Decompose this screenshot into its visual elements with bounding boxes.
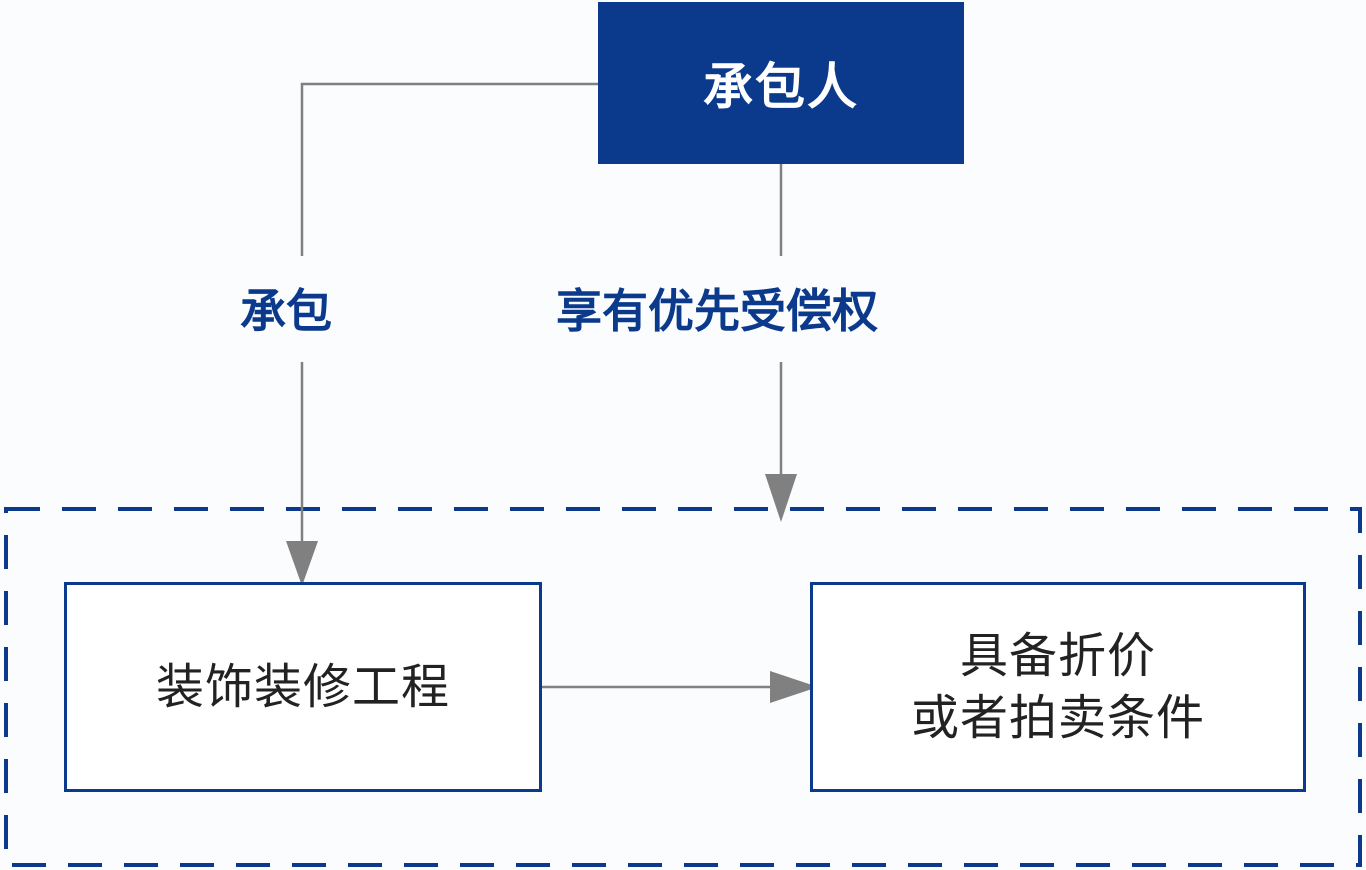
edge-label-contract: 承包	[240, 284, 332, 338]
node-decoration-project-label: 装饰装修工程	[155, 658, 450, 715]
node-auction-condition-line1: 具备折价	[959, 627, 1156, 684]
node-decoration-project: 装饰装修工程	[64, 582, 542, 792]
node-auction-condition-line2: 或者拍卖条件	[910, 690, 1205, 746]
arrowhead-priority	[765, 474, 797, 522]
node-contractor: 承包人	[598, 2, 964, 164]
connector-contract-top	[300, 82, 598, 256]
group-boundary-dashed	[4, 507, 1362, 867]
arrowhead-contract	[286, 541, 318, 586]
arrowhead-project-to-condition	[770, 671, 818, 703]
node-contractor-label: 承包人	[703, 58, 859, 116]
edge-label-priority-right: 享有优先受偿权	[556, 284, 878, 338]
node-auction-condition: 具备折价 或者拍卖条件	[810, 582, 1306, 792]
